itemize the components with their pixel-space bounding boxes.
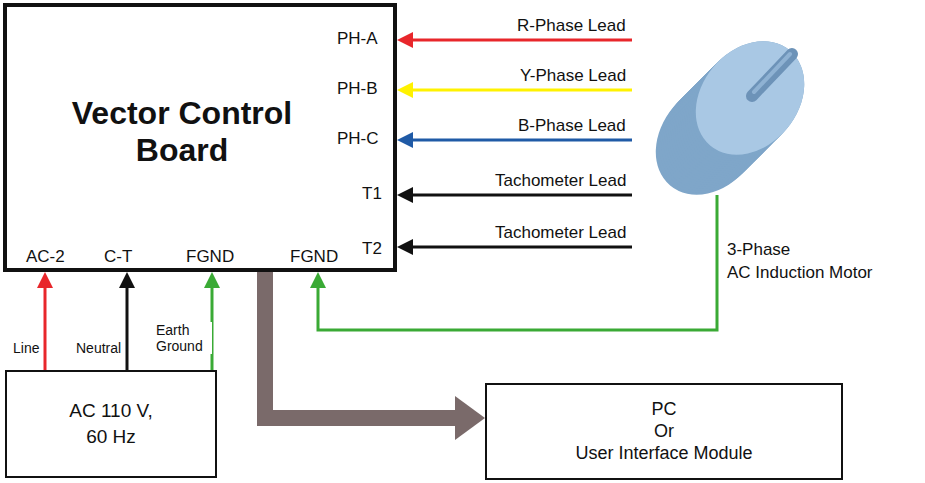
- pin-name: T1: [362, 185, 382, 204]
- arrow-head: [455, 396, 485, 440]
- wire-label: Neutral: [74, 340, 123, 356]
- arrow-head: [310, 272, 326, 288]
- arrow-head: [204, 272, 220, 288]
- power-supply-box: AC 110 V, 60 Hz: [5, 370, 217, 478]
- module-text: Or: [487, 421, 841, 442]
- motor-caption: 3-Phase: [727, 240, 887, 260]
- arrow-head: [397, 132, 413, 148]
- wire-label: R-Phase Lead: [515, 16, 628, 36]
- arrow-head: [119, 272, 135, 288]
- wire: [413, 39, 632, 42]
- motor-caption: AC Induction Motor: [727, 263, 897, 283]
- module-text: PC: [487, 399, 841, 420]
- wire: [126, 288, 129, 370]
- wire: [413, 139, 632, 142]
- wire: [413, 89, 632, 92]
- pin-name: AC-2: [26, 248, 65, 267]
- motor-face: [673, 20, 826, 177]
- supply-text: AC 110 V, 60 Hz: [57, 398, 165, 449]
- motor-body: [673, 20, 826, 177]
- pin-name: PH-B: [337, 80, 378, 99]
- wire-label: B-Phase Lead: [516, 116, 628, 136]
- arrow-head: [397, 187, 413, 203]
- arrow-head: [397, 239, 413, 255]
- board-title: Vector Control Board: [47, 95, 317, 169]
- ui-module-box: PCOrUser Interface Module: [485, 383, 843, 480]
- shaft-highlight: [754, 54, 790, 92]
- pin-name: FGND: [290, 248, 338, 267]
- wire-label: Tachometer Lead: [493, 223, 628, 243]
- pin-name: PH-C: [337, 130, 379, 149]
- wire: [44, 288, 47, 370]
- wire: [413, 246, 632, 249]
- motor-illustration: [632, 20, 812, 195]
- wire-label: Tachometer Lead: [493, 171, 628, 191]
- induction-motor: 3-PhaseAC Induction Motor: [632, 20, 812, 195]
- arrow-head: [397, 82, 413, 98]
- pin-name: T2: [362, 240, 382, 259]
- motor-shaft: [752, 54, 792, 96]
- arrow-head: [37, 272, 53, 288]
- wire-label: Line: [11, 340, 41, 356]
- wire-label: Y-Phase Lead: [518, 66, 628, 86]
- arrow-head: [397, 32, 413, 48]
- wire: [265, 272, 455, 418]
- pin-name: C-T: [104, 248, 132, 267]
- pin-name: PH-A: [337, 30, 378, 49]
- wire-label: Earth Ground: [154, 322, 212, 354]
- module-text: User Interface Module: [487, 443, 841, 464]
- pin-name: FGND: [186, 248, 234, 267]
- wire: [413, 194, 632, 197]
